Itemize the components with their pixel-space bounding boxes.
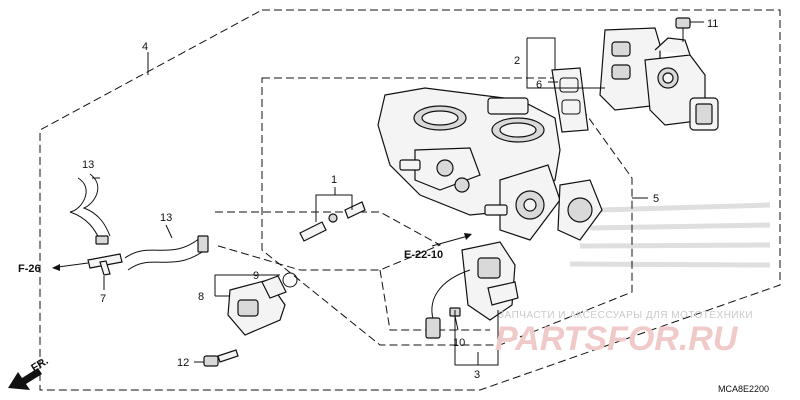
tp-sensor-3 (425, 241, 519, 339)
hose-13-right (124, 235, 209, 271)
ref-f26: F-26 (18, 263, 41, 275)
watermark-tagline: ЗАПЧАСТИ И АКСЕССУАРЫ ДЛЯ МОТОТЕХНИКИ (498, 310, 753, 321)
hatch-decoration (569, 202, 771, 268)
map-sensor-8 (227, 275, 287, 336)
o-ring-9 (282, 272, 298, 288)
hose-boundary (214, 211, 442, 271)
callout-11: 11 (707, 18, 718, 30)
assembly-boundary-4 (39, 9, 781, 391)
gasket-6 (551, 67, 589, 133)
callout-8: 8 (198, 291, 204, 303)
ref-e2210: E-22-10 (404, 249, 443, 261)
callout-10: 10 (453, 337, 465, 349)
leader-lines (52, 37, 648, 366)
watermark-brand: PARTSFOR.RU (495, 320, 739, 358)
callout-9: 9 (253, 270, 259, 282)
callout-7: 7 (100, 293, 106, 305)
callout-1: 1 (331, 174, 337, 186)
throttle-body (377, 87, 603, 241)
callout-2: 2 (514, 55, 520, 67)
callout-5: 5 (653, 193, 659, 205)
screw-set-1 (299, 201, 366, 242)
sensor-boundary (379, 269, 490, 331)
joint-7 (87, 253, 123, 276)
callout-13-left: 13 (82, 159, 94, 171)
bolt-11 (675, 17, 704, 42)
callout-13-right: 13 (160, 212, 172, 224)
callout-4: 4 (142, 41, 148, 53)
iac-valve (599, 27, 719, 131)
callout-6: 6 (536, 79, 542, 91)
diagram-code: MCA8E2200 (718, 384, 769, 394)
hose-13-left (69, 173, 111, 245)
callout-3: 3 (474, 369, 480, 381)
callout-12: 12 (177, 357, 189, 369)
bolt-12 (203, 349, 239, 367)
front-arrow-icon (8, 368, 42, 390)
